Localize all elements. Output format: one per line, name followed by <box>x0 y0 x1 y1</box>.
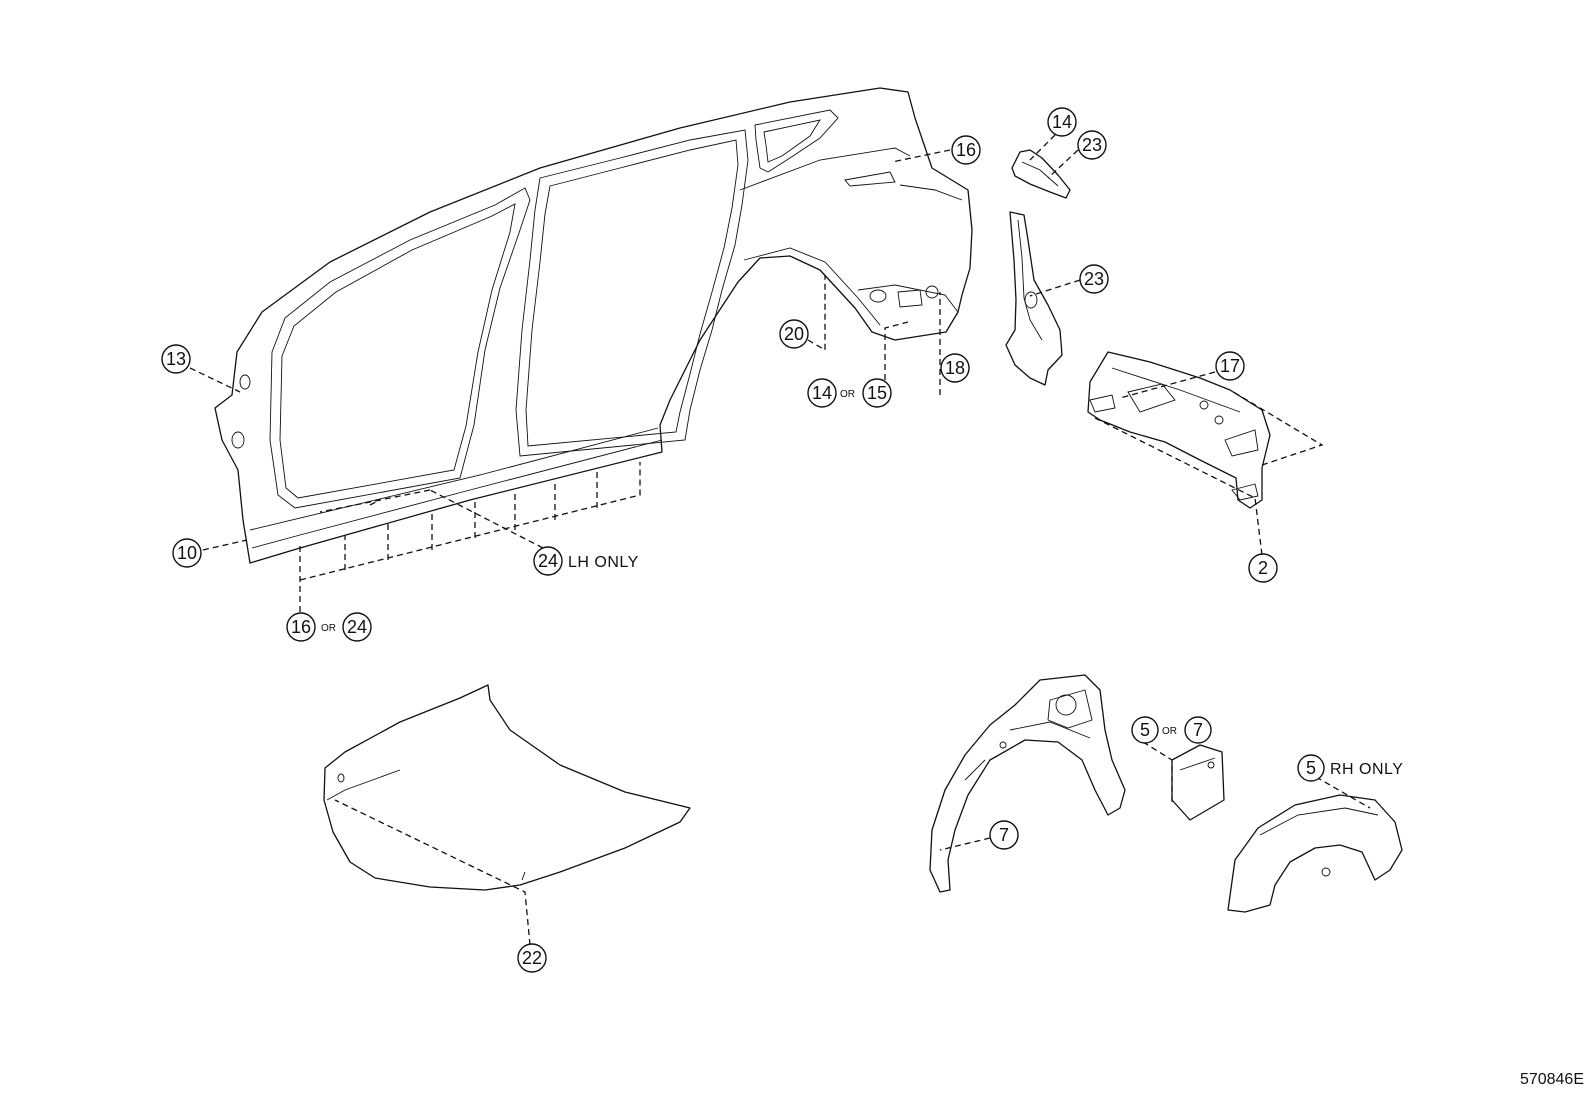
svg-text:14: 14 <box>1052 112 1072 132</box>
quarter-gusset-upper <box>1011 149 1071 199</box>
note-rh-only: RH ONLY <box>1330 761 1403 778</box>
callout-7-bracket: 7 <box>1184 716 1212 744</box>
callout-10: 10 <box>172 538 202 568</box>
callout-20: 20 <box>779 319 809 349</box>
callout-24-sill: 24 <box>342 612 372 642</box>
svg-text:24: 24 <box>347 617 367 637</box>
or-connector-lower: OR <box>840 389 855 400</box>
diagram-code: 570846E <box>1520 1071 1584 1088</box>
callout-14-lower: 14 <box>807 378 837 408</box>
callout-7-apron: 7 <box>989 820 1019 850</box>
fender-liner <box>1227 794 1403 913</box>
svg-text:7: 7 <box>999 825 1009 845</box>
callout-5-bracket: 5 <box>1131 716 1159 744</box>
callout-13: 13 <box>161 344 191 374</box>
svg-text:13: 13 <box>166 349 186 369</box>
callout-22: 22 <box>517 943 547 973</box>
callout-23-upper: 23 <box>1077 130 1107 160</box>
or-connector-sill: OR <box>321 623 336 634</box>
apron-bracket <box>1171 744 1225 821</box>
front-wheel-apron <box>929 674 1126 893</box>
callout-15: 15 <box>862 378 892 408</box>
callout-5-liner: 5 <box>1297 754 1325 782</box>
svg-text:2: 2 <box>1258 558 1268 578</box>
svg-text:5: 5 <box>1306 758 1316 778</box>
svg-text:5: 5 <box>1140 720 1150 740</box>
svg-text:17: 17 <box>1220 356 1240 376</box>
body-side-outer-panel <box>214 87 973 564</box>
callout-24-lh: 24 <box>533 546 563 576</box>
svg-text:22: 22 <box>522 948 542 968</box>
quarter-inner-pillar <box>1005 211 1063 386</box>
svg-text:18: 18 <box>945 358 965 378</box>
svg-text:14: 14 <box>812 383 832 403</box>
callout-16-top: 16 <box>951 135 981 165</box>
svg-text:16: 16 <box>291 617 311 637</box>
callout-16-sill: 16 <box>286 612 316 642</box>
callout-2: 2 <box>1248 553 1278 583</box>
note-lh-only: LH ONLY <box>568 554 639 571</box>
svg-text:7: 7 <box>1193 720 1203 740</box>
hood-panel <box>323 684 691 891</box>
callout-17: 17 <box>1215 351 1245 381</box>
callout-23-mid: 23 <box>1079 264 1109 294</box>
svg-text:15: 15 <box>867 383 887 403</box>
or-connector-bracket: OR <box>1162 726 1177 737</box>
svg-text:23: 23 <box>1082 135 1102 155</box>
svg-text:23: 23 <box>1084 269 1104 289</box>
svg-text:24: 24 <box>538 551 558 571</box>
svg-text:16: 16 <box>956 140 976 160</box>
leader-lines <box>189 134 1371 946</box>
callout-14-upper: 14 <box>1047 107 1077 137</box>
svg-text:10: 10 <box>177 543 197 563</box>
callout-18: 18 <box>940 353 970 383</box>
rear-floor-side-member <box>1087 351 1271 509</box>
svg-text:20: 20 <box>784 324 804 344</box>
